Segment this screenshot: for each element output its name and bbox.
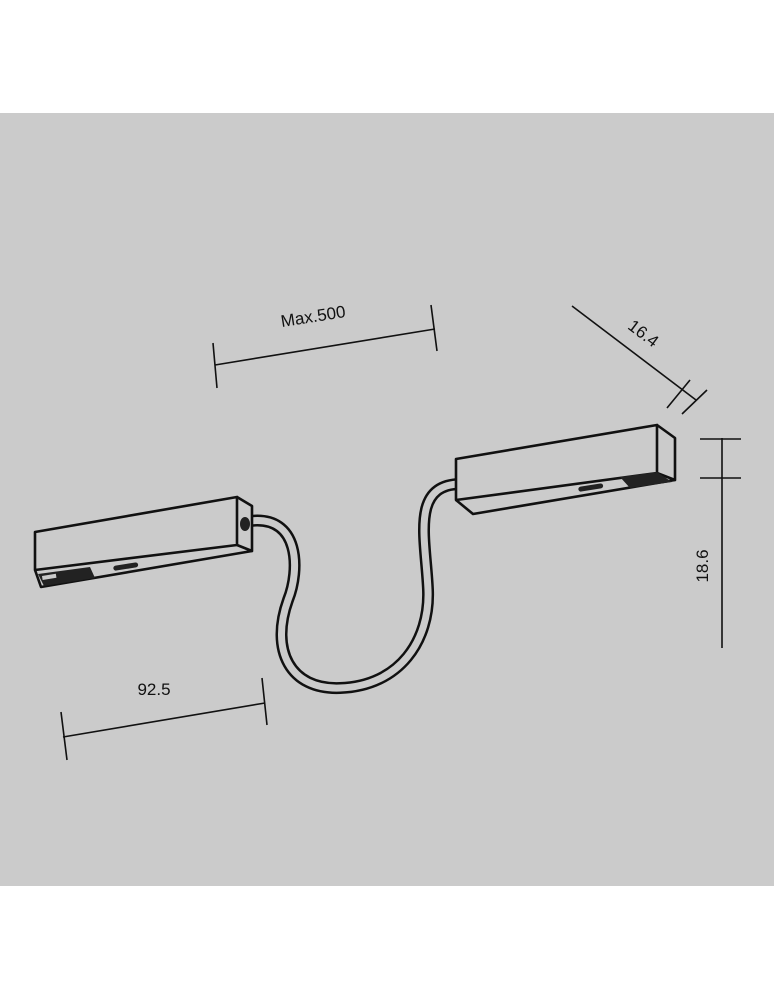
label-cable-length: Max.500	[279, 302, 346, 331]
label-module-length: 92.5	[137, 680, 170, 699]
dimension-module-height: 18.6	[693, 438, 741, 648]
connector-module-left	[33, 495, 254, 589]
dimension-module-width: 16.4	[571, 305, 708, 415]
drawing-background	[0, 113, 774, 886]
dimension-module-length: 92.5	[60, 677, 268, 761]
flexible-cable	[249, 478, 461, 695]
label-module-height: 18.6	[693, 549, 712, 582]
label-module-width: 16.4	[624, 316, 662, 351]
dimension-cable-length: Max.500	[212, 302, 438, 389]
connector-module-right	[454, 423, 677, 516]
